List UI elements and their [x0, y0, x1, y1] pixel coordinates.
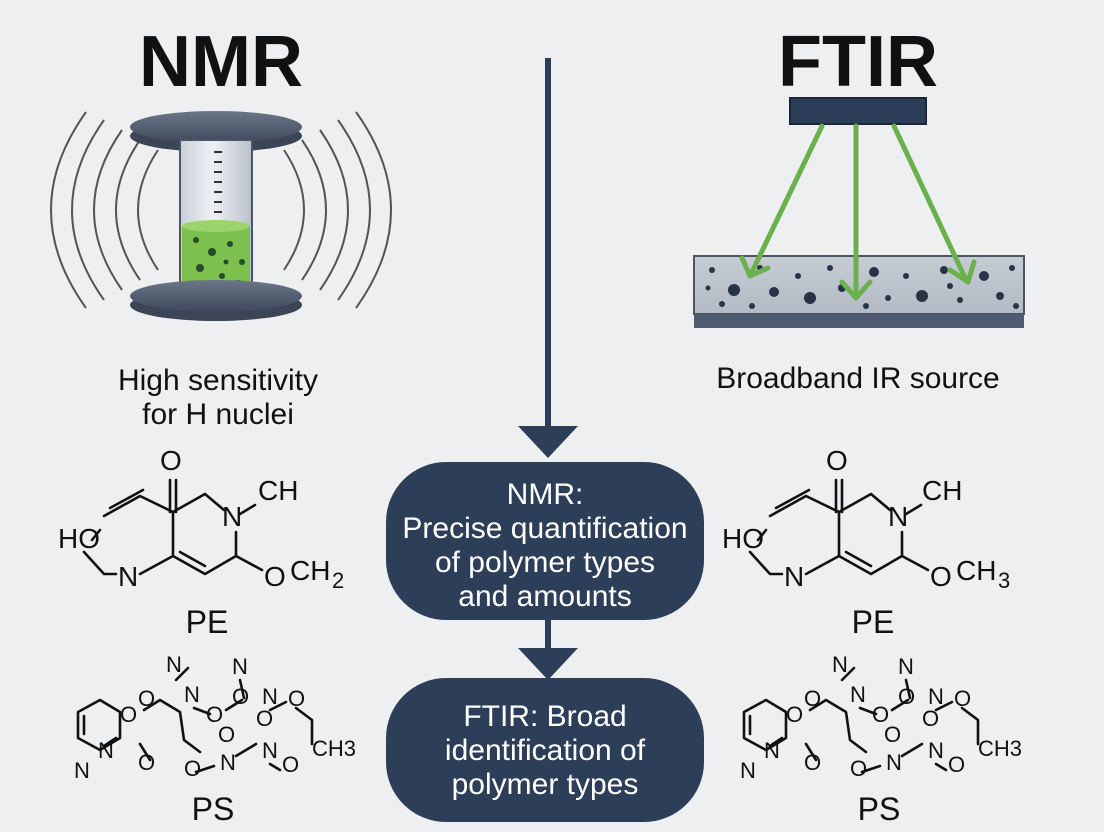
- atom-label: O: [256, 706, 273, 731]
- pill1-line-3: of polymer types: [435, 546, 655, 579]
- ftir-pe-label: PE: [852, 604, 895, 640]
- atom-label: CH: [922, 475, 962, 506]
- pill2-line-2: identification of: [445, 734, 646, 767]
- atom-label: HO: [722, 523, 764, 554]
- atom-label: 3: [998, 568, 1010, 593]
- atom-label: N: [784, 561, 804, 592]
- nmr-pe-label: PE: [186, 604, 229, 640]
- nmr-caption-line-2: for H nuclei: [142, 398, 294, 431]
- atom-label: O: [826, 445, 848, 476]
- atom-label: CH3: [978, 736, 1022, 761]
- ftir-summary-pill: [386, 678, 704, 822]
- atom-label: O: [786, 702, 803, 727]
- atom-label: O: [282, 752, 299, 777]
- atom-label: CH3: [312, 736, 356, 761]
- pill1-line-2: Precise quantification: [402, 512, 687, 545]
- nmr-caption-line-1: High sensitivity: [118, 364, 318, 397]
- atom-label: O: [930, 561, 952, 592]
- atom-label: O: [184, 756, 201, 781]
- atom-label: N: [166, 652, 182, 677]
- ftir-title: FTIR: [778, 22, 938, 102]
- pill1-line-4: and amounts: [458, 580, 631, 613]
- atom-label: N: [262, 738, 278, 763]
- center-flow: NMR: Precise quantification of polymer t…: [386, 58, 704, 822]
- pill2-line-3: polymer types: [452, 768, 639, 801]
- atom-label: CH: [258, 475, 298, 506]
- atom-label: N: [886, 750, 902, 775]
- atom-label: O: [872, 702, 889, 727]
- atom-label: N: [898, 654, 914, 679]
- atom-label: O: [922, 706, 939, 731]
- down-arrow-icon: [518, 426, 578, 458]
- atom-label: O: [206, 702, 223, 727]
- atom-label: O: [954, 686, 971, 711]
- ftir-caption: Broadband IR source: [716, 362, 1000, 395]
- atom-label: O: [218, 722, 235, 747]
- atom-label: N: [184, 682, 200, 707]
- ftir-beam-icon: [693, 97, 1025, 328]
- atom-label: N: [832, 652, 848, 677]
- atom-label: N: [740, 758, 756, 783]
- atom-label: N: [888, 501, 908, 532]
- atom-label: CH: [956, 555, 996, 586]
- atom-label: N: [118, 561, 138, 592]
- nmr-pe-structure: O CH N HO N O CH 2: [58, 445, 344, 593]
- atom-label: O: [884, 722, 901, 747]
- atom-label: O: [948, 752, 965, 777]
- nmr-ps-structure: N O O N N O O N O O N O N CH3 N O N O O: [74, 652, 356, 783]
- radio-wave-icon: [50, 111, 392, 309]
- atom-label: O: [160, 445, 182, 476]
- nmr-summary-pill: [386, 462, 704, 620]
- atom-label: N: [262, 684, 278, 709]
- atom-label: CH: [290, 555, 330, 586]
- atom-label: N: [850, 682, 866, 707]
- atom-label: 2: [332, 568, 344, 593]
- atom-label: O: [138, 750, 155, 775]
- nmr-ps-label: PS: [192, 791, 235, 827]
- atom-label: N: [232, 654, 248, 679]
- atom-label: N: [928, 684, 944, 709]
- down-arrow-icon: [518, 648, 578, 680]
- atom-label: O: [120, 702, 137, 727]
- atom-label: N: [928, 738, 944, 763]
- nmr-title: NMR: [139, 22, 303, 102]
- ftir-ps-structure: N O O N N O O N O O N O N CH3 N O N O O: [740, 652, 1022, 783]
- pill2-line-1: FTIR: Broad: [463, 700, 626, 733]
- ftir-ps-label: PS: [858, 791, 901, 827]
- atom-label: N: [220, 750, 236, 775]
- pill1-line-1: NMR:: [507, 478, 584, 511]
- ftir-pe-structure: O CH N HO N O CH 3: [722, 445, 1010, 593]
- nmr-magnet-icon: [50, 111, 392, 321]
- atom-label: N: [74, 758, 90, 783]
- atom-label: O: [850, 756, 867, 781]
- atom-label: O: [264, 561, 286, 592]
- atom-label: O: [288, 686, 305, 711]
- atom-label: O: [804, 750, 821, 775]
- atom-label: N: [222, 501, 242, 532]
